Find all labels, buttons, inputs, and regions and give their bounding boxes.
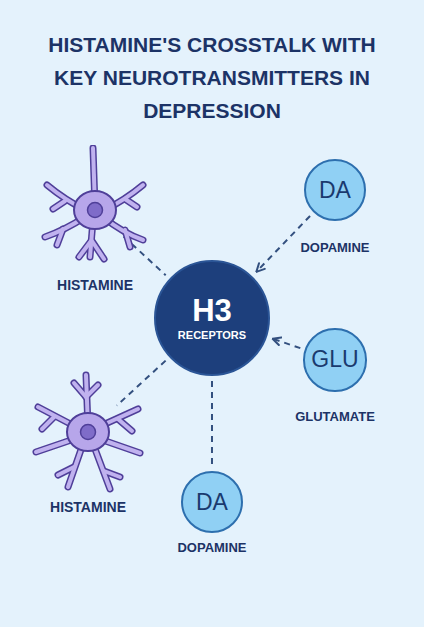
neuron-node: HISTAMINE	[35, 145, 155, 293]
node-label: DOPAMINE	[300, 240, 369, 255]
dendrite-outline	[53, 201, 65, 209]
neuron-shape	[35, 145, 155, 275]
dendrite-outline	[74, 383, 86, 397]
neuron-nucleus	[88, 203, 103, 218]
node-label: DOPAMINE	[177, 540, 246, 555]
transmitter-abbrev: DA	[319, 177, 351, 204]
dendrite	[125, 199, 137, 207]
dendrite	[92, 241, 104, 259]
dashed-connector	[117, 361, 166, 406]
neuron-soma	[74, 191, 116, 229]
receptor-name: H3	[192, 294, 232, 328]
dendrite-outline	[42, 417, 54, 429]
dendrite	[104, 471, 120, 477]
neuron-shape	[28, 367, 148, 497]
node-label: HISTAMINE	[57, 277, 133, 293]
transmitter-abbrev: GLU	[311, 346, 358, 373]
neuron-illustration	[35, 145, 155, 275]
transmitter-node: GLU GLUTAMATE	[295, 328, 375, 424]
dendrite	[53, 201, 65, 209]
transmitter-circle: DA	[304, 159, 366, 221]
dendrite-outline	[92, 241, 104, 259]
dendrite	[42, 417, 54, 429]
dendrite	[79, 241, 91, 257]
transmitter-circle: GLU	[303, 328, 366, 391]
neuron-nucleus	[81, 425, 96, 440]
dendrite	[58, 467, 74, 475]
transmitter-circle: DA	[181, 471, 243, 533]
dendrite	[74, 383, 86, 397]
dendrite	[86, 385, 98, 397]
dendrite-outline	[118, 419, 132, 431]
dashed-connector	[273, 339, 301, 348]
transmitter-node: H3RECEPTORS	[154, 260, 270, 376]
neuron-soma	[67, 413, 109, 451]
dashed-connector	[211, 381, 213, 466]
transmitter-node: DA DOPAMINE	[177, 471, 246, 555]
receptor-circle: H3RECEPTORS	[154, 260, 270, 376]
dendrite	[57, 229, 63, 245]
transmitter-abbrev: DA	[196, 489, 228, 516]
transmitter-node: DA DOPAMINE	[300, 159, 369, 255]
dendrite	[118, 419, 132, 431]
receptor-caption: RECEPTORS	[178, 328, 246, 342]
dendrite	[125, 230, 130, 247]
node-label: HISTAMINE	[50, 499, 126, 515]
dendrite-outline	[125, 199, 137, 207]
neuron-node: HISTAMINE	[28, 367, 148, 515]
node-label: GLUTAMATE	[295, 409, 375, 424]
neuron-illustration	[28, 367, 148, 497]
diagram-title: HISTAMINE'S CROSSTALK WITH KEY NEUROTRAN…	[37, 28, 387, 127]
